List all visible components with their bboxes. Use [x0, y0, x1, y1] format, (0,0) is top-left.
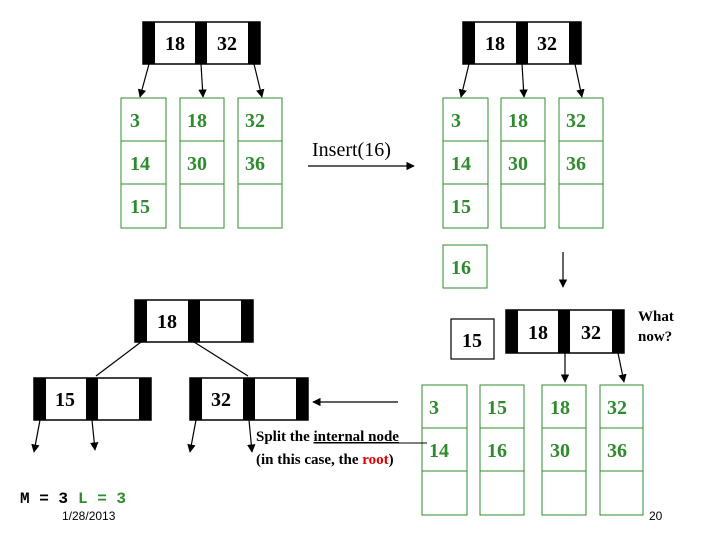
pointer-line: [95, 341, 142, 377]
pointer-arrow: [617, 352, 627, 383]
leaf-value: 18: [508, 110, 528, 132]
leaf-node: 18 30: [541, 384, 587, 516]
pointer-arrow: [31, 419, 41, 453]
leaf-value: 3: [130, 110, 140, 132]
root-key-2: 32: [581, 322, 601, 344]
leaf-value: 14: [130, 153, 150, 175]
root-key-2: 32: [217, 33, 237, 55]
split-caption-line-2: (in this case, the root): [256, 452, 394, 468]
footer-page-number: 20: [649, 509, 663, 523]
leaf-value: 3: [429, 397, 439, 419]
root-node: 18 32: [505, 309, 625, 354]
overflow-value: 16: [451, 257, 471, 279]
leaf-value: 32: [566, 110, 586, 132]
pointer-arrow: [519, 63, 528, 98]
leaf-value: 14: [429, 440, 449, 462]
root-key-1: 18: [485, 33, 505, 55]
leaf-value: 18: [550, 397, 570, 419]
root-key-1: 18: [165, 33, 185, 55]
leaf-value: 15: [451, 196, 471, 218]
leaf-value: 15: [130, 196, 150, 218]
leaf-value: 3: [451, 110, 461, 132]
leaf-value: 30: [187, 153, 207, 175]
leaf-value: 15: [487, 397, 507, 419]
pointer-arrow: [187, 419, 197, 453]
question-line-2: now?: [638, 329, 672, 345]
split-caption: Split the internal node (in this case, t…: [256, 429, 427, 468]
split-caption-line-1: Split the internal node: [256, 429, 399, 445]
panel-after-root-split: 18 15 32: [31, 299, 309, 453]
internal-node-left: 15: [33, 377, 152, 421]
root-key-1: 18: [528, 322, 548, 344]
leaf-node: 32 36: [237, 97, 283, 229]
leaf-value: 36: [245, 153, 265, 175]
leaf-value: 36: [566, 153, 586, 175]
pointer-arrow: [247, 419, 256, 453]
leaf-value: 32: [245, 110, 265, 132]
panel-before-insert: 18 32 3 14 15 18 30 32 36: [120, 21, 283, 229]
root-node: 18 32: [142, 21, 261, 65]
question-line-1: What: [638, 309, 674, 325]
leaf-node: 18 30: [500, 97, 546, 229]
panel-after-insert: 18 32 3 14 15 18 30 32 36: [442, 21, 604, 289]
leaf-node: 18 30: [179, 97, 225, 229]
internal-key: 15: [55, 389, 75, 411]
pointer-arrow: [458, 63, 470, 98]
root-node: 18 32: [462, 21, 582, 65]
insert-step: Insert(16): [308, 139, 415, 171]
overflow-cell: 16: [442, 244, 488, 289]
leaf-value: 30: [550, 440, 570, 462]
pointer-arrow: [253, 63, 265, 98]
pointer-arrow: [90, 419, 99, 451]
footer-date: 1/28/2013: [62, 509, 116, 523]
leaf-node: 15 16: [479, 384, 525, 516]
new-root-node: 18: [134, 299, 254, 343]
pointer-arrow: [137, 63, 150, 98]
root-key-1: 18: [157, 311, 177, 333]
leaf-value: 32: [607, 397, 627, 419]
root-key-2: 32: [537, 33, 557, 55]
insert-label: Insert(16): [312, 139, 391, 161]
leaf-node: 32 36: [558, 97, 604, 229]
panel-after-leaf-split: 15 18 32 What now? 3 14 15 16: [421, 309, 674, 516]
leaf-value: 36: [607, 440, 627, 462]
leaf-node: 32 36: [599, 384, 644, 516]
internal-key: 32: [211, 389, 231, 411]
promoted-key: 15: [462, 330, 482, 352]
pointer-arrow: [574, 63, 585, 98]
pointer-line: [193, 341, 249, 377]
promoted-key-box: 15: [450, 318, 495, 360]
internal-node-right: 32: [189, 377, 309, 421]
leaf-value: 16: [487, 440, 507, 462]
leaf-value: 30: [508, 153, 528, 175]
leaf-node: 3 14 15: [442, 97, 489, 229]
pointer-arrow: [198, 63, 207, 98]
leaf-value: 14: [451, 153, 471, 175]
leaf-node: 3 14 15: [120, 97, 167, 229]
leaf-value: 18: [187, 110, 207, 132]
leaf-node: 3 14: [421, 384, 468, 516]
